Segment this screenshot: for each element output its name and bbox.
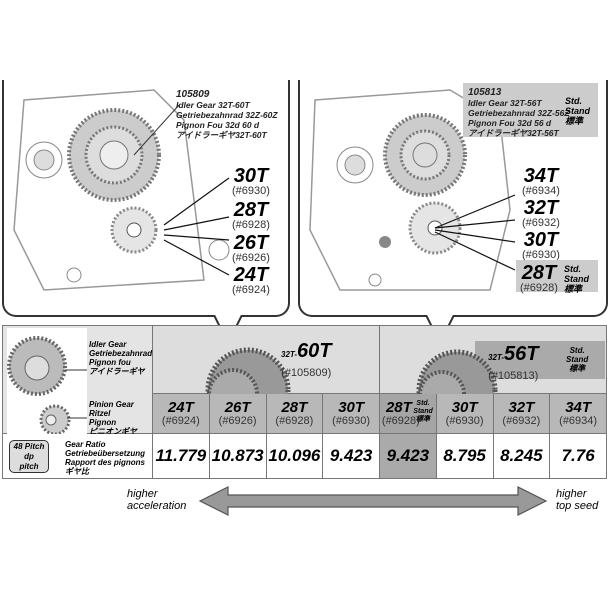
gear-ratio-value: 8.795 xyxy=(435,433,494,479)
standard-idler-box xyxy=(475,341,605,379)
left-gearbox-panel: 105809 Idler Gear 32T-60T Getriebezahnra… xyxy=(2,80,290,317)
gear-ratio-value: 7.76 xyxy=(549,433,607,479)
pinion-label: 30T(#6930) xyxy=(232,165,270,197)
gear-ratio-value-standard: 9.423 xyxy=(379,433,437,479)
idler-gear-56t-image xyxy=(416,349,498,394)
gear-ratio-value: 10.873 xyxy=(208,433,267,479)
pinion-label: 32T(#6932) xyxy=(522,197,560,229)
pinion-cell: 26T(#6926) xyxy=(208,393,267,434)
gearbox-drawing-left xyxy=(13,89,230,291)
part-number: 105809 xyxy=(176,89,210,100)
pinion-cell: 24T(#6924) xyxy=(152,393,210,434)
pinion-cell: 32T(#6932) xyxy=(492,393,551,434)
pinion-label: 28T(#6928) xyxy=(520,262,558,294)
gear-ratio-value: 10.096 xyxy=(265,433,324,479)
desc-line: Getriebezahnrad 32Z-56Z xyxy=(468,108,570,118)
pinion-label: 26T(#6926) xyxy=(232,232,270,264)
desc-line: Pignon Fou 32d 56 d xyxy=(468,118,552,128)
part-number: 105813 xyxy=(468,87,502,98)
pinion-label: 28T(#6928) xyxy=(232,199,270,231)
pinion-cell: 30T(#6930) xyxy=(322,393,380,434)
gear-ratio-value: 8.245 xyxy=(492,433,551,479)
double-arrow-icon xyxy=(198,486,548,516)
idler-gear-56t-info: 105813 Idler Gear 32T-56T Getriebezahnra… xyxy=(468,87,570,139)
idler-gear-60t-image xyxy=(205,347,291,394)
gear-ratio-value: 9.423 xyxy=(322,433,380,479)
idler-gear-56t-info-box xyxy=(463,83,598,137)
pinion-label: 34T(#6934) xyxy=(522,165,560,197)
pinion-cell: 28T(#6928) xyxy=(265,393,324,434)
idler-and-pinion-gear-image xyxy=(7,328,87,436)
idler-60t-cell: 32T-60T(#105809) xyxy=(152,325,380,394)
pinion-cell: 34T(#6934) xyxy=(549,393,607,434)
gear-ratio-value: 11.779 xyxy=(152,433,210,479)
gearbox-drawing-right xyxy=(309,89,516,291)
desc-line: Idler Gear 32T-60T xyxy=(176,100,250,110)
desc-line: Getriebezahnrad 32Z-60Z xyxy=(176,110,278,120)
desc-line: アイドラーギヤ32T-56T xyxy=(468,128,559,138)
idler-gear-60t-info: 105809 Idler Gear 32T-60T Getriebezahnra… xyxy=(176,89,278,141)
standard-pinion-box xyxy=(516,260,598,292)
pinion-label: 24T(#6924) xyxy=(232,264,270,296)
pinion-label: 30T(#6930) xyxy=(522,229,560,261)
desc-line: アイドラーギヤ32T-60T xyxy=(176,130,267,140)
right-gearbox-panel: 105813 Idler Gear 32T-56T Getriebezahnra… xyxy=(298,80,608,317)
desc-line: Pignon Fou 32d 60 d xyxy=(176,120,260,130)
pinion-cell: 30T(#6930) xyxy=(435,393,494,434)
desc-line: Idler Gear 32T-56T xyxy=(468,98,542,108)
